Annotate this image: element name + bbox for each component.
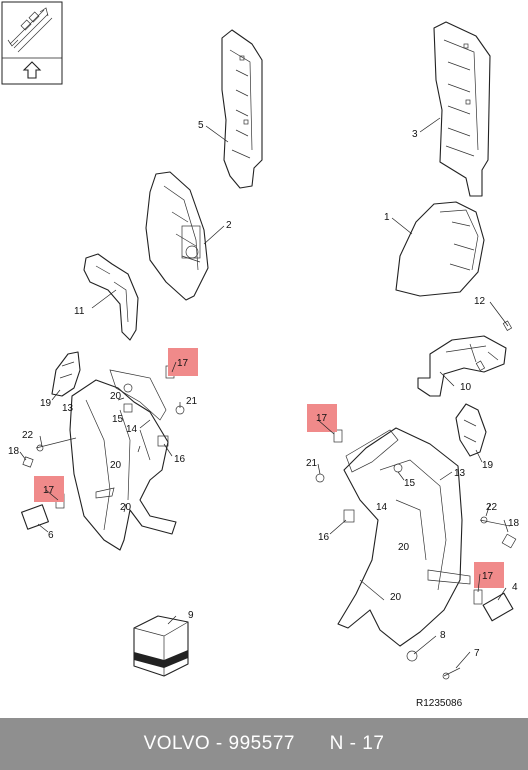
part-3-bracket <box>433 21 491 197</box>
callout-5: 5 <box>198 120 204 131</box>
callout-10: 10 <box>460 382 472 393</box>
part-9-box <box>133 615 189 677</box>
callout-21-right: 21 <box>306 458 318 469</box>
part-19-right-handle <box>455 403 487 457</box>
leader-lines <box>19 117 509 669</box>
right-trim-panel <box>337 427 471 647</box>
callout-18-left: 18 <box>8 446 20 457</box>
callout-20-d: 20 <box>110 460 122 471</box>
part-1-lamp <box>395 201 485 297</box>
exploded-parts-diagram: 5 2 1 3 11 12 17 19 13 20 15 21 22 14 18… <box>1 1 520 709</box>
highlight-17-left <box>34 476 64 502</box>
callout-14-right: 14 <box>376 502 388 513</box>
callout-1: 1 <box>384 212 390 223</box>
callout-labels: 5 2 1 3 11 12 17 19 13 20 15 21 22 14 18… <box>8 120 520 659</box>
callout-2: 2 <box>226 220 232 231</box>
callout-17-left: 17 <box>43 485 55 496</box>
callout-18-right: 18 <box>508 518 520 529</box>
callout-17-right-top: 17 <box>316 413 328 424</box>
callout-20-b: 20 <box>398 542 410 553</box>
callout-15-right: 15 <box>404 478 416 489</box>
callout-11: 11 <box>74 306 85 317</box>
highlight-17-right-top <box>307 404 337 432</box>
callout-8: 8 <box>440 630 446 641</box>
callout-19-left: 19 <box>40 398 52 409</box>
callout-22-right: 22 <box>486 502 498 513</box>
left-trim-panel <box>69 369 177 551</box>
reference-code: R1235086 <box>416 698 463 709</box>
footer-gap <box>295 733 330 755</box>
callout-9: 9 <box>188 610 194 621</box>
callout-15-left: 15 <box>112 414 124 425</box>
callout-21-left: 21 <box>186 396 198 407</box>
callout-17-right-bottom: 17 <box>482 571 494 582</box>
callout-19-right: 19 <box>482 460 494 471</box>
callout-17-top: 17 <box>177 358 189 369</box>
callout-16-left: 16 <box>174 454 186 465</box>
footer-brand: VOLVO <box>143 733 211 754</box>
callout-20-e: 20 <box>120 502 132 513</box>
part-5-bracket <box>221 29 263 189</box>
footer-part-number: 995577 <box>228 733 295 754</box>
callout-12: 12 <box>474 296 486 307</box>
callout-7: 7 <box>474 648 480 659</box>
up-arrow-icon <box>22 61 42 79</box>
callout-6: 6 <box>48 530 54 541</box>
callout-20-a: 20 <box>110 391 122 402</box>
footer-callout-id: N - 17 <box>329 733 385 754</box>
footer-separator: - <box>210 733 229 754</box>
callout-3: 3 <box>412 129 418 140</box>
highlight-17-top <box>168 348 198 376</box>
callout-16-right: 16 <box>318 532 330 543</box>
callout-14-left: 14 <box>126 424 138 435</box>
callout-22-left: 22 <box>22 430 34 441</box>
part-11-bracket <box>83 253 139 341</box>
callout-13-right: 13 <box>454 468 466 479</box>
callout-13-left: 13 <box>62 403 74 414</box>
part-10-bracket <box>417 320 513 397</box>
orientation-inset <box>1 1 63 85</box>
part-2-lamp <box>145 171 209 301</box>
fasteners <box>21 365 517 680</box>
part-19-left-handle <box>51 351 81 397</box>
callout-4: 4 <box>512 582 518 593</box>
footer-bar: VOLVO - 995577 N - 17 <box>0 718 528 770</box>
callout-20-c: 20 <box>390 592 402 603</box>
